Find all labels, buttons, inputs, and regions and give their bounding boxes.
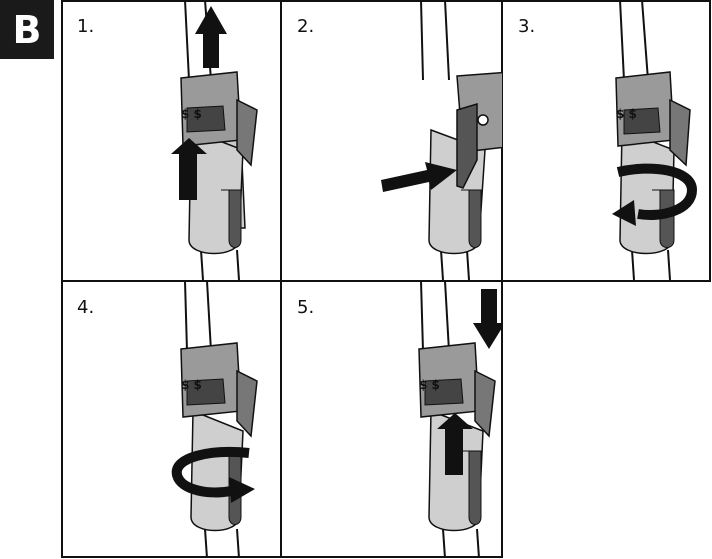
step-number: 1. (77, 16, 94, 37)
svg-text:$ $: $ $ (616, 107, 637, 121)
tool-illustration: $ $ (61, 0, 281, 280)
down-arrow-icon (473, 289, 502, 349)
step-number: 2. (297, 16, 314, 37)
svg-text:$ $: $ $ (181, 107, 202, 121)
step-panel-5: 5. $ $ (281, 281, 502, 558)
tool-illustration (281, 0, 502, 280)
figure-label-badge: B (0, 0, 54, 59)
step-panel-2: 2. (281, 0, 502, 280)
instruction-grid: 1. $ $ 2. (61, 0, 711, 558)
step-number: 4. (77, 297, 94, 318)
step-panel-1: 1. $ $ (61, 0, 281, 280)
tool-illustration: $ $ (281, 281, 502, 558)
figure-label: B (13, 8, 42, 52)
svg-text:$ $: $ $ (419, 378, 440, 392)
step-panel-3: 3. $ $ (502, 0, 711, 280)
step-number: 3. (518, 16, 535, 37)
step-number: 5. (297, 297, 314, 318)
empty-panel (502, 281, 711, 558)
up-arrow-icon (195, 6, 227, 68)
step-panel-4: 4. $ $ (61, 281, 281, 558)
svg-text:$ $: $ $ (181, 378, 202, 392)
tool-illustration: $ $ (61, 281, 281, 558)
tool-illustration: $ $ (502, 0, 711, 280)
